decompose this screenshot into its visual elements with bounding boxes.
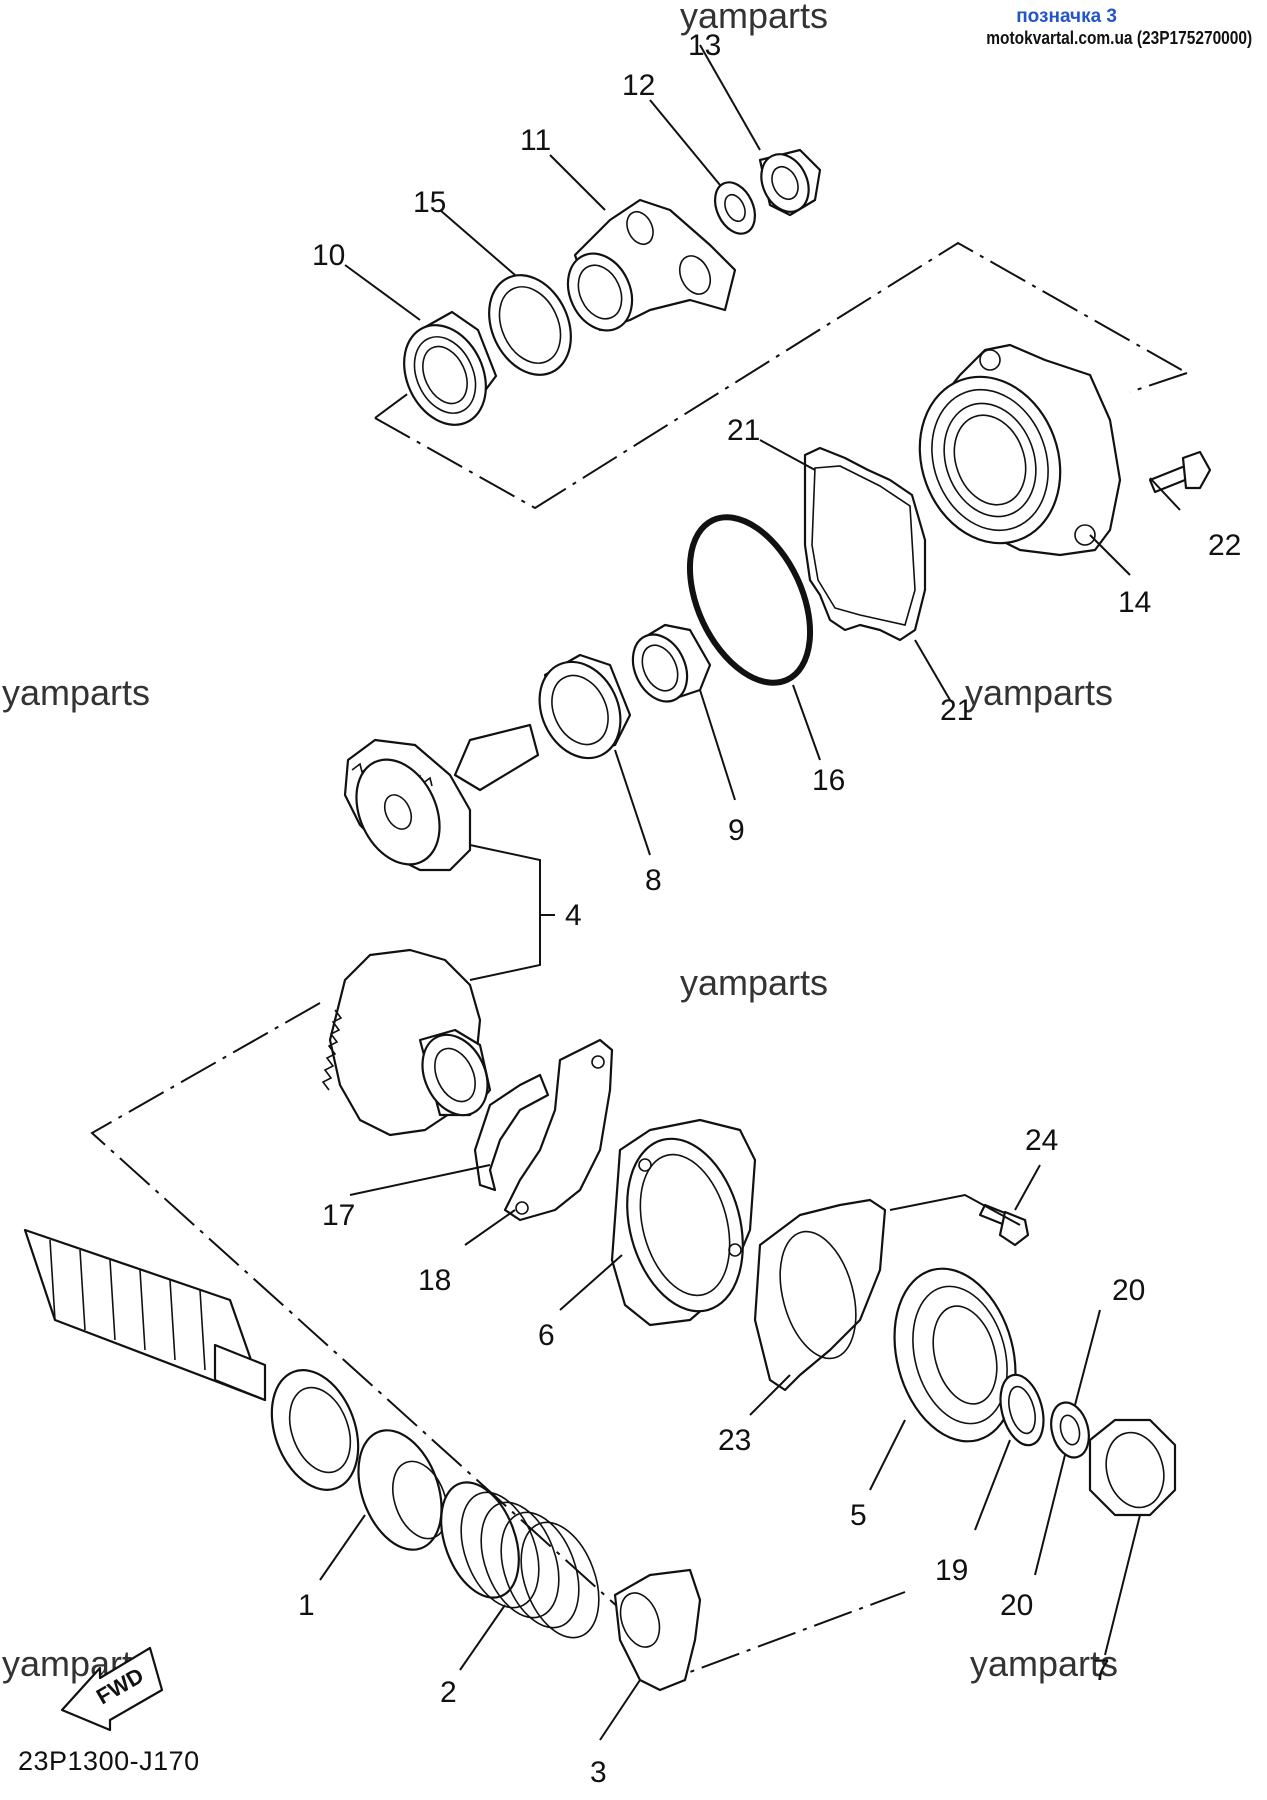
part-2-spring: [440, 1481, 600, 1639]
shaft-bearing: [270, 1369, 360, 1491]
fwd-arrow-icon: FWD: [60, 1646, 164, 1732]
label-part-8: 8: [645, 864, 662, 897]
label-part-21b: 21: [940, 694, 973, 727]
label-part-19: 19: [935, 1554, 968, 1587]
watermark-right-mid: yamparts: [965, 672, 1113, 713]
part-12-washer: [713, 181, 757, 235]
diagram-code: 23P1300-J170: [18, 1746, 200, 1776]
label-part-21a: 21: [727, 414, 760, 447]
part-11-yoke: [566, 198, 737, 332]
part-5-bearing: [893, 1267, 1017, 1443]
part-18-gasket: [503, 1038, 614, 1222]
part-8-bearing: [538, 653, 632, 760]
part-16-o-ring: [686, 514, 814, 686]
part-20-lock-washer: [1050, 1401, 1090, 1459]
label-part-13: 13: [688, 29, 721, 62]
label-part-15: 15: [413, 186, 446, 219]
part-1-collar: [357, 1429, 448, 1551]
watermark-left: yamparts: [2, 672, 150, 713]
label-part-12: 12: [622, 69, 655, 102]
part-4-ring-gear: [321, 948, 492, 1137]
label-part-7: 7: [1093, 1654, 1110, 1687]
drive-shaft: [23, 1228, 267, 1402]
part-7-nut: [1088, 1418, 1177, 1517]
part-15-oil-seal: [488, 274, 572, 376]
label-part-22: 22: [1208, 529, 1241, 562]
part-14-housing: [918, 343, 1122, 557]
label-part-24: 24: [1025, 1124, 1058, 1157]
header-site: motokvartal.com.ua (23P175270000): [986, 28, 1252, 48]
header-mark: позначка 3: [1016, 6, 1117, 27]
part-19-washer: [999, 1373, 1045, 1447]
label-part-20b: 20: [1000, 1589, 1033, 1622]
part-13-nut: [758, 148, 822, 217]
label-part-5: 5: [850, 1499, 867, 1532]
label-part-6: 6: [538, 1319, 555, 1352]
label-part-20a: 20: [1112, 1274, 1145, 1307]
label-part-4: 4: [565, 899, 582, 932]
label-part-16: 16: [812, 764, 845, 797]
phantom-line-upper: [374, 241, 1188, 510]
label-part-11: 11: [520, 124, 551, 157]
watermark-bottom-right: yamparts: [970, 1643, 1118, 1684]
part-17-shim: [473, 1073, 550, 1192]
label-part-1: 1: [298, 1589, 315, 1622]
label-part-17: 17: [322, 1199, 355, 1232]
part-10-bearing: [403, 310, 498, 426]
phantom-line-lower: [90, 1002, 906, 1674]
watermark-center: yamparts: [680, 962, 828, 1003]
part-labels: 13 12 11 15 10 21 22 14 21 16 9 8 4 24 1…: [298, 29, 1241, 1789]
label-part-2: 2: [440, 1676, 457, 1709]
part-24-bolt: [978, 1203, 1030, 1247]
watermark-top: yamparts: [680, 0, 828, 36]
part-6-housing: [610, 1118, 757, 1327]
label-part-14: 14: [1118, 586, 1151, 619]
part-9-collar: [631, 623, 712, 703]
leader-lines: [319, 44, 1181, 1741]
label-part-23: 23: [718, 1424, 751, 1457]
label-part-10: 10: [312, 239, 345, 272]
label-part-18: 18: [418, 1264, 451, 1297]
part-22-bolt: [1148, 450, 1212, 494]
label-part-3: 3: [590, 1756, 607, 1789]
part-21-gasket: [803, 446, 927, 642]
label-part-9: 9: [728, 814, 745, 847]
part-3-coupling: [613, 1568, 702, 1692]
part-4-pinion-gear: [343, 723, 540, 872]
part-23-gasket: [753, 1198, 887, 1392]
